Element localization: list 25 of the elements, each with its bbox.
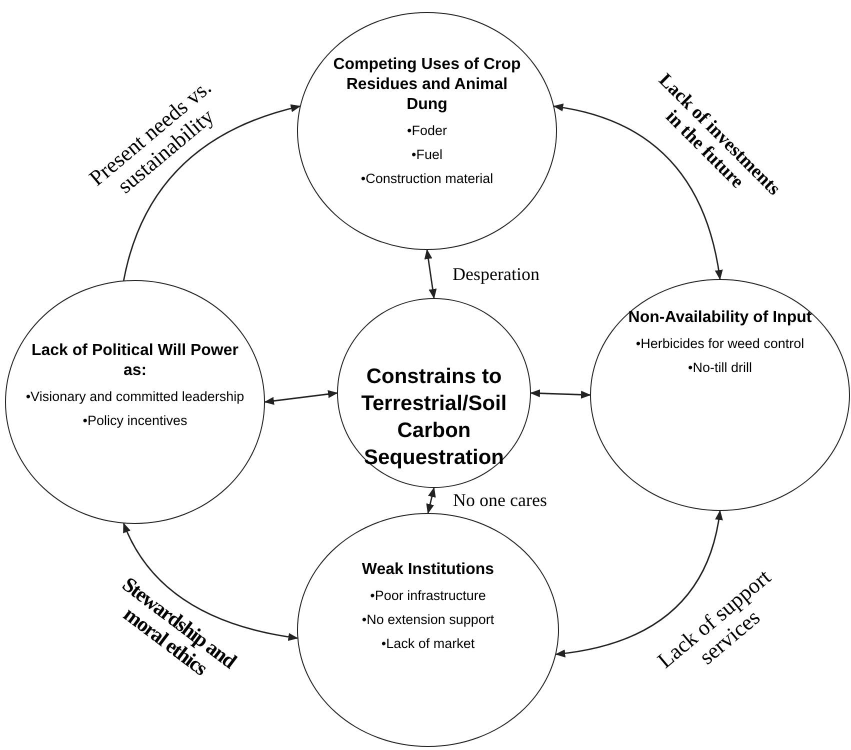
arrow [264,390,338,405]
bullet-item: •Construction material [360,171,494,187]
arrow [122,104,301,281]
bullet-item: •Visionary and committed leadership [26,389,244,405]
edge-label: Desperation [452,264,540,284]
arrow [424,249,437,299]
edge-label: No one cares [452,490,548,510]
bullet-item: •Policy incentives [82,413,188,429]
bullet-item: •No extension support [362,612,494,628]
node-title: Weak Institutions [362,560,494,580]
bullet-item: •Herbicides for weed control [636,336,804,352]
node-title: Competing Uses of Crop Residues and Animal Dung [332,55,522,115]
bullet-item: •Fuel [412,147,442,163]
arrow [426,487,436,514]
arrow [555,510,722,658]
bullet-item: •No-till drill [688,360,752,376]
bullet-item: •Lack of market [381,636,475,652]
arrow [530,389,591,399]
node-title: Non-Availability of Input [628,308,812,328]
node-title: Constrains to Terrestrial/Soil Carbon Sequestration [360,364,508,471]
node-title: Lack of Political Will Power as: [30,341,240,381]
arrow [123,522,298,641]
bullet-item: •Poor infrastructure [370,588,486,604]
arrow [553,104,722,280]
bullet-item: •Foder [407,123,447,139]
